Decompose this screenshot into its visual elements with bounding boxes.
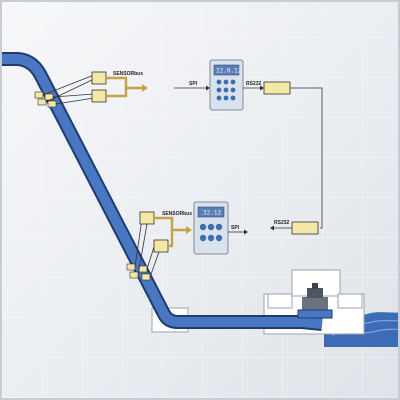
- sensor-box-top-1: [91, 71, 107, 85]
- powerhouse-right-block: [337, 293, 363, 309]
- rs232-module-top: [263, 81, 291, 95]
- sensor-box-mid-2: [153, 239, 169, 253]
- sensor-wires-mid: [134, 218, 160, 278]
- spi-label-top: SPI: [189, 81, 198, 87]
- sensor-wires-top: [42, 74, 95, 105]
- turbine-icon: [297, 283, 333, 319]
- rs232-label-mid: RS232: [274, 220, 290, 226]
- rs232-trunk-line: [290, 87, 323, 229]
- spi-link-mid: [228, 229, 248, 235]
- rs232-module-mid: [291, 221, 319, 235]
- controller-unit-mid: 32.12: [193, 201, 229, 255]
- penstock-pipe: [2, 52, 323, 331]
- powerhouse-left-block: [267, 293, 293, 309]
- sensor-box-mid-1: [139, 211, 155, 225]
- sensorbus-cable-mid: [154, 216, 192, 248]
- sensorbus-label-top: SENSORbus: [113, 71, 143, 77]
- spi-label-mid: SPI: [231, 225, 240, 231]
- controller-display-mid: 32.12: [203, 210, 221, 217]
- sensorbus-cable-top: [106, 76, 148, 98]
- controller-display-top: 22.0.12: [216, 68, 242, 75]
- controller-unit-top: 22.0.12: [209, 59, 244, 111]
- pipe-sensor-clamps-top: [34, 91, 57, 108]
- spi-link-top: [174, 85, 210, 91]
- rs232-label-top: RS232: [246, 81, 262, 87]
- rs232-link-top: [243, 85, 264, 91]
- sensor-box-top-2: [91, 89, 107, 103]
- sensorbus-label-mid: SENSORbus: [162, 211, 192, 217]
- rs232-link-mid: [270, 225, 292, 231]
